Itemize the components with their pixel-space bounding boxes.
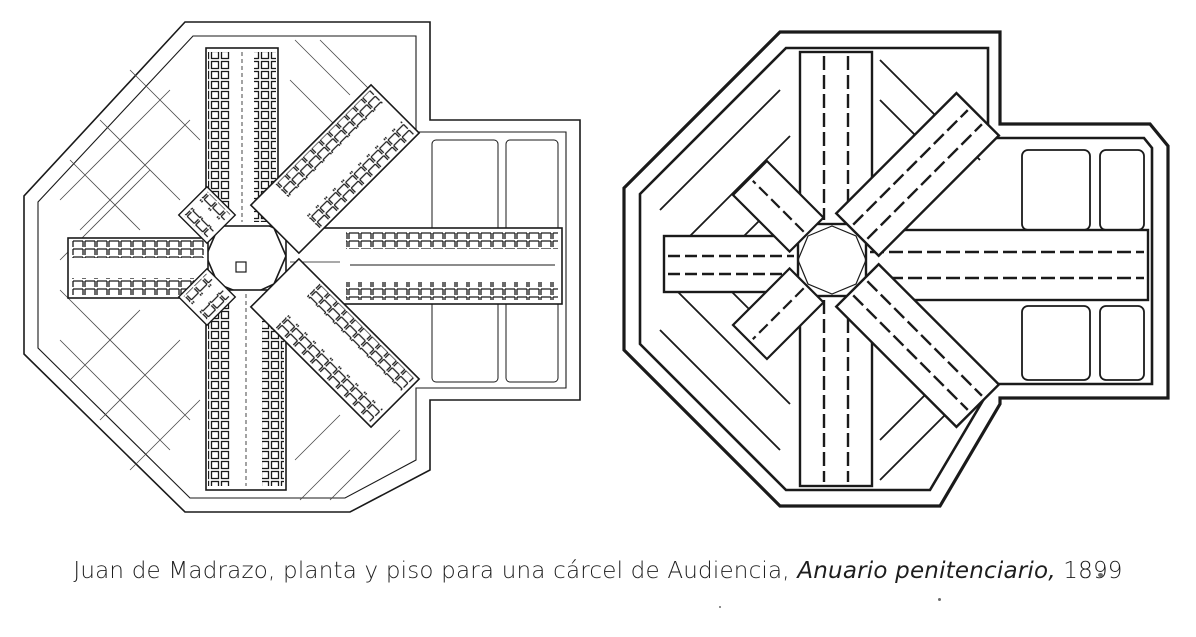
short-wings (177, 185, 237, 327)
scan-speck (719, 606, 721, 608)
upper-floor-plan (622, 30, 1170, 508)
courtyards (59, 39, 401, 501)
northwest-wing-upper (731, 159, 826, 254)
southeast-wing (249, 257, 421, 429)
outer-wall-heavy (622, 30, 1170, 508)
caption-year: 1899 (1063, 558, 1123, 584)
west-wing (67, 237, 209, 299)
west-wing-upper (662, 234, 800, 294)
northeast-wing (249, 83, 421, 255)
northeast-wing-upper (834, 91, 1001, 258)
southwest-wing-upper (731, 266, 826, 361)
figure-caption: Juan de Madrazo, planta y piso para una … (0, 558, 1196, 584)
east-wing-upper (864, 228, 1150, 302)
south-wing-upper (798, 294, 874, 488)
caption-publication: Anuario penitenciario, (797, 558, 1056, 584)
ground-floor-plan (23, 21, 581, 513)
scan-speck (938, 598, 941, 601)
caption-author: Juan de Madrazo, planta y piso para una … (73, 558, 790, 584)
southeast-wing-upper (834, 262, 1001, 429)
scan-speck (1098, 573, 1103, 577)
inner-wall (37, 35, 567, 499)
outer-wall (23, 21, 581, 513)
central-rotunda-upper (797, 225, 867, 295)
